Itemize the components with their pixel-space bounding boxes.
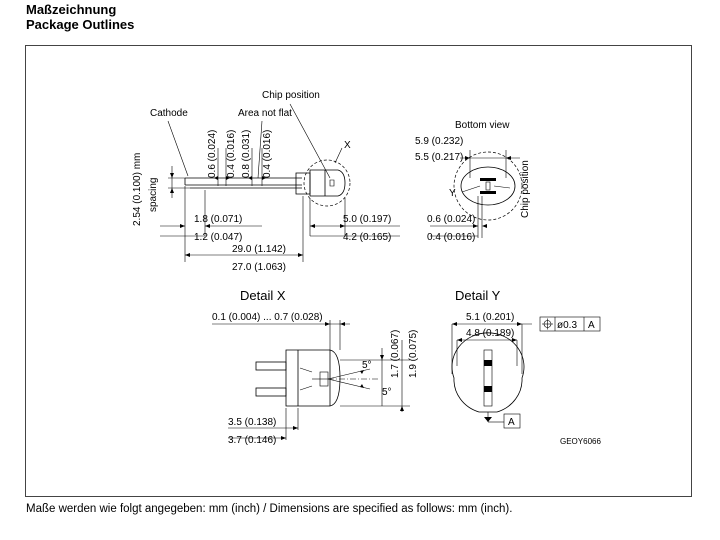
dim-lead2-max: 0.8 (0.031) (241, 130, 252, 178)
dim-total-max: 29.0 (1.142) (232, 244, 286, 255)
dim-length-min: 3.5 (0.138) (228, 417, 276, 428)
chip-position-label: Chip position (262, 90, 320, 101)
title-english: Package Outlines (26, 17, 135, 32)
dim-length-max: 3.7 (0.146) (228, 435, 276, 446)
angle-upper: 5° (362, 360, 372, 371)
angle-lower: 5° (382, 387, 392, 398)
dim-body-min: 4.2 (0.165) (343, 232, 391, 243)
dim-total-min: 27.0 (1.063) (232, 262, 286, 273)
drawing-code: GEOY6066 (560, 437, 601, 446)
spacing-label: spacing (148, 178, 159, 212)
dim-body-max: 5.0 (0.197) (343, 214, 391, 225)
units-footnote: Maße werden wie folgt angegeben: mm (inc… (26, 503, 513, 515)
dim-height-max: 1.9 (0.075) (408, 330, 419, 378)
dim-bottom-lead-min: 0.4 (0.016) (427, 232, 475, 243)
dim-lead-width-max: 0.6 (0.024) (207, 130, 218, 178)
detail-y-title: Detail Y (455, 288, 501, 303)
detail-y: Detail Y 5.1 (0.201) 4.8 (0.189) ø0.3 A … (451, 288, 601, 446)
datum-ref: A (508, 417, 515, 428)
cathode-label: Cathode (150, 108, 188, 119)
drawing-frame (25, 45, 692, 497)
detail-x: Detail X 0.1 (0.004) ... 0.7 (0.028) 1.7… (212, 288, 419, 446)
dim-dia-min: 5.5 (0.217) (415, 152, 463, 163)
dim-top-range: 0.1 (0.004) ... 0.7 (0.028) (212, 312, 323, 323)
x-marker: X (344, 140, 351, 151)
tolerance-value: ø0.3 (557, 320, 577, 331)
side-view: Cathode Area not flat Chip position X 2.… (132, 90, 400, 273)
title-german: Maßzeichnung (26, 2, 117, 17)
dim-height-min: 1.7 (0.067) (390, 330, 401, 378)
dim-lead-width-min: 0.4 (0.016) (226, 130, 237, 178)
y-marker: Y (449, 188, 456, 199)
dim-bottom-lead-max: 0.6 (0.024) (427, 214, 475, 225)
lead-spacing-label: 2.54 (0.100) mm (132, 153, 143, 226)
dim-width-max: 5.1 (0.201) (466, 312, 514, 323)
dim-short-min: 1.2 (0.047) (194, 232, 242, 243)
dim-width-min: 4.8 (0.189) (466, 328, 514, 339)
dim-lead2-min: 0.4 (0.016) (262, 130, 273, 178)
bottom-chip-position-label: Chip position (520, 160, 531, 218)
area-not-flat-label: Area not flat (238, 108, 292, 119)
dim-short-max: 1.8 (0.071) (194, 214, 242, 225)
tolerance-datum: A (588, 320, 595, 331)
bottom-view-title: Bottom view (455, 120, 510, 131)
bottom-view: Bottom view 5.9 (0.232) 5.5 (0.217) Y Ch… (415, 120, 531, 243)
dim-dia-max: 5.9 (0.232) (415, 136, 463, 147)
detail-x-title: Detail X (240, 288, 286, 303)
